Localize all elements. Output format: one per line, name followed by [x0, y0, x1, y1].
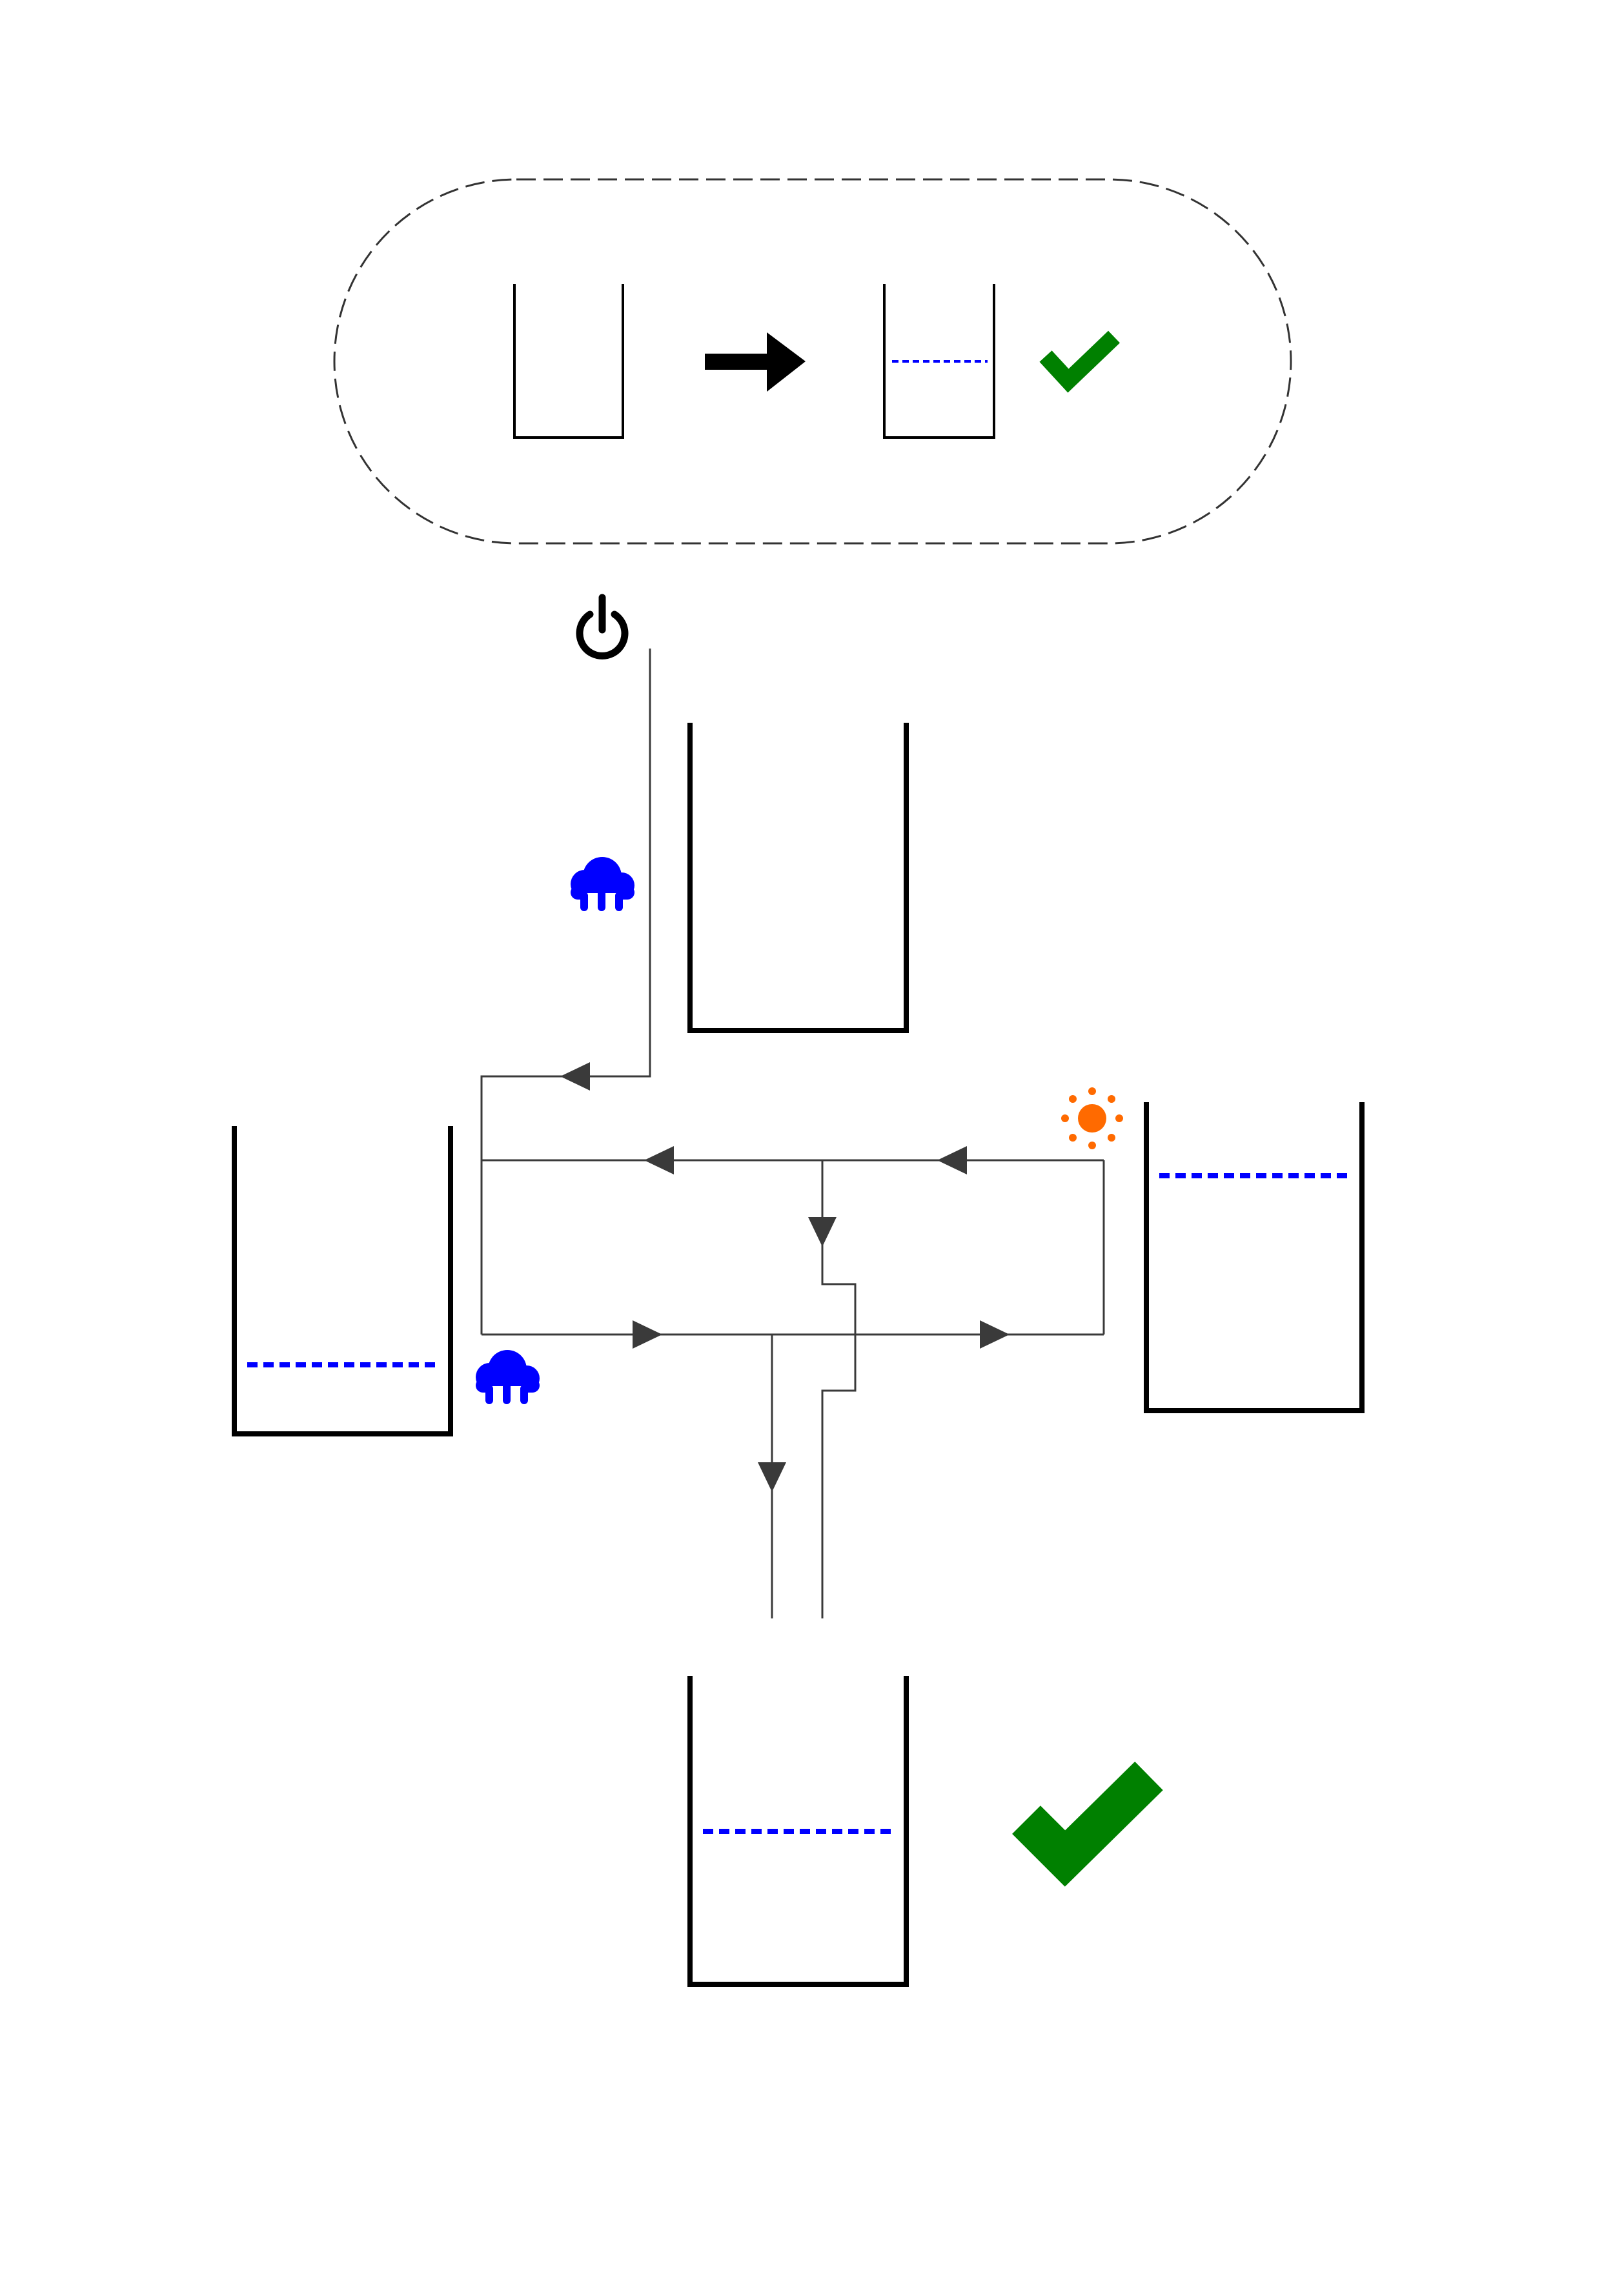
flow-arrow-left: [937, 1146, 967, 1174]
power-icon: [576, 594, 629, 660]
container-left: [232, 1126, 453, 1436]
rain-cloud-icon-left: [476, 1350, 540, 1404]
flow-arrow-down: [758, 1462, 786, 1492]
checkmark-icon: [1039, 330, 1120, 393]
pipe-inlet: [480, 649, 651, 1334]
flow-arrow-right: [980, 1320, 1010, 1349]
success-checkmark-icon: [1012, 1761, 1163, 1887]
sun-icon: [1061, 1087, 1123, 1149]
pipe-network: [480, 649, 1105, 1618]
legend-filled-container: [883, 284, 995, 439]
container-top: [687, 723, 909, 1033]
flow-arrow-left: [560, 1062, 590, 1091]
legend-empty-container: [513, 284, 624, 439]
legend-outline: [333, 178, 1292, 545]
right-arrow-icon: [705, 332, 806, 392]
rain-cloud-icon-top: [571, 857, 634, 911]
legend-panel: [333, 178, 1292, 545]
flow-arrows: [560, 1062, 1010, 1492]
container-bottom: [687, 1676, 909, 1987]
container-right: [1144, 1102, 1365, 1413]
flow-arrow-right: [633, 1320, 662, 1349]
flow-arrow-left: [644, 1146, 674, 1174]
pipe-crossover: [821, 1160, 857, 1618]
flow-arrow-down: [808, 1217, 837, 1247]
